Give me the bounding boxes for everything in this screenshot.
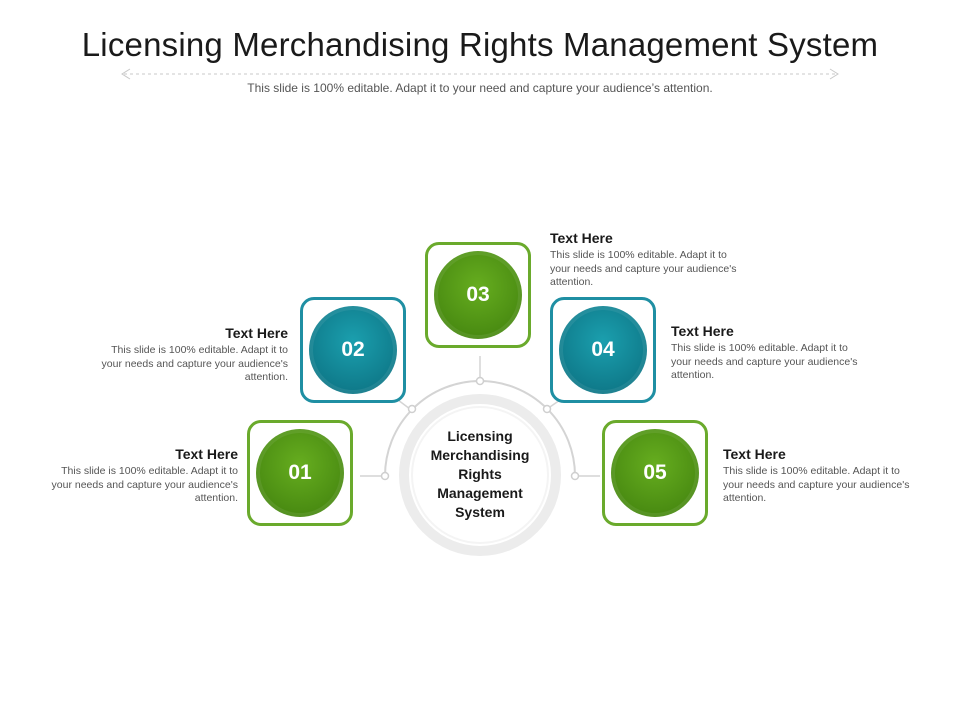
step-01-body: This slide is 100% editable. Adapt it to… [51,465,238,504]
step-04-body: This slide is 100% editable. Adapt it to… [671,342,858,381]
step-04-heading: Text Here [671,323,734,339]
step-05-box: 05 [602,420,708,526]
step-05-body: This slide is 100% editable. Adapt it to… [723,465,910,504]
slide-title: Licensing Merchandising Rights Managemen… [81,26,879,63]
step-04-box: 04 [550,297,656,403]
center-line: Licensing [447,428,513,444]
step-03-heading: Text Here [550,230,613,246]
step-02-label: Text Here This slide is 100% editable. A… [88,325,288,385]
step-02-number: 02 [309,306,397,394]
step-02-body: This slide is 100% editable. Adapt it to… [101,344,288,383]
center-line: System [455,504,505,520]
step-01-heading: Text Here [175,446,238,462]
center-line: Merchandising [430,447,530,463]
step-01-number: 01 [256,429,344,517]
step-04-number: 04 [559,306,647,394]
step-02-heading: Text Here [225,325,288,341]
center-line: Rights [458,466,502,482]
step-03-number: 03 [434,251,522,339]
title-divider-arrow [121,68,839,80]
step-04-label: Text Here This slide is 100% editable. A… [671,323,871,383]
step-03-body: This slide is 100% editable. Adapt it to… [550,249,737,288]
step-02-box: 02 [300,297,406,403]
step-03-label: Text Here This slide is 100% editable. A… [550,230,750,290]
step-05-label: Text Here This slide is 100% editable. A… [723,446,923,506]
step-01-box: 01 [247,420,353,526]
step-01-label: Text Here This slide is 100% editable. A… [38,446,238,506]
step-03-box: 03 [425,242,531,348]
step-05-heading: Text Here [723,446,786,462]
step-05-number: 05 [611,429,699,517]
center-line: Management [437,485,523,501]
slide-subtitle: This slide is 100% editable. Adapt it to… [247,81,713,95]
center-title: Licensing Merchandising Rights Managemen… [407,427,553,522]
